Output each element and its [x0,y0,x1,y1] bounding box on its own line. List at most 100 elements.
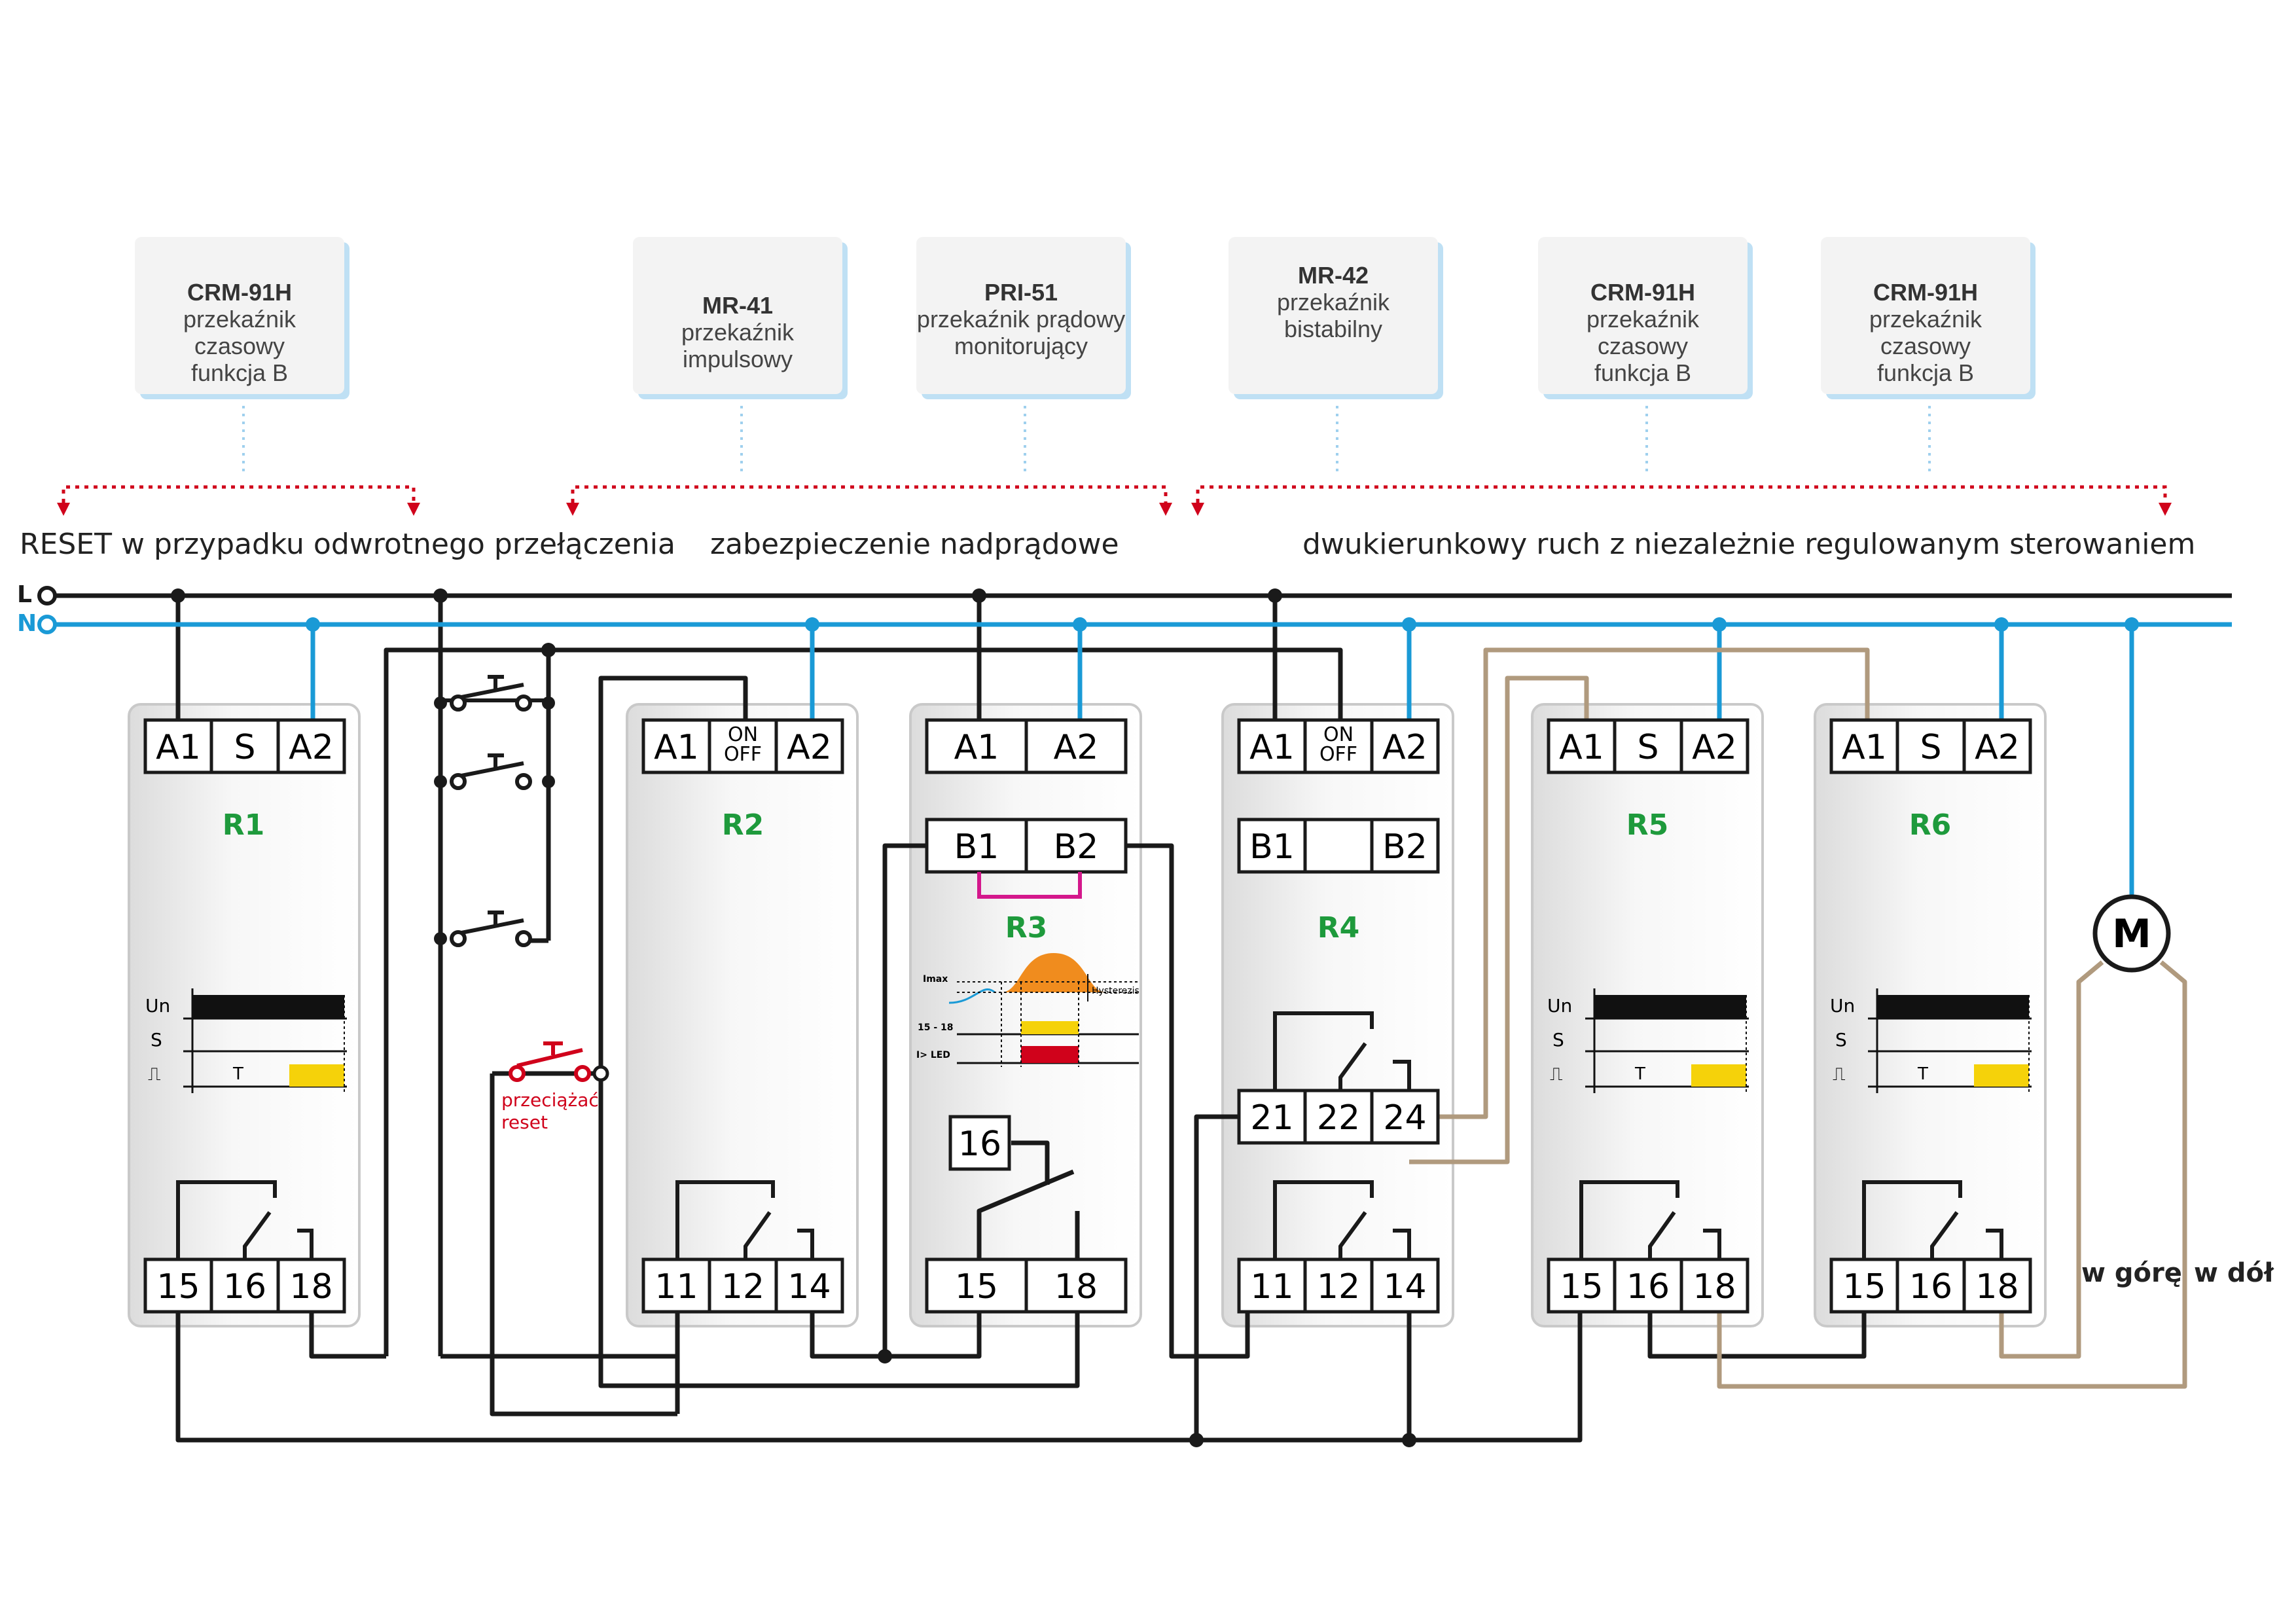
terminal-label: 18 [1975,1267,2019,1307]
bus-terminal-n [37,615,57,634]
bus-terminal-l [37,586,57,605]
section-brackets [62,485,2167,503]
terminal-label: B2 [1053,827,1099,867]
terminal-label: 14 [787,1267,831,1307]
terminal-label-on: ON [727,723,759,746]
terminal-label: S [1637,728,1659,767]
push-buttons [440,675,548,947]
terminal-label: 22 [1316,1098,1361,1138]
timing-label-un: Un [1547,995,1573,1017]
card-line3: monitorujący [954,333,1088,359]
junction-dots-blue [306,617,2139,632]
relay-contacts [176,1011,2003,1259]
terminal-label-on: ON [1323,723,1354,746]
terminal-label: A1 [1842,728,1887,767]
terminal-label: 15 [156,1267,200,1307]
terminal-label: A2 [1053,728,1099,767]
terminal-label: B1 [1249,827,1295,867]
terminal-label: A2 [1692,728,1737,767]
relay-name: R2 [721,808,764,842]
card-line3: funkcja B [1876,359,1975,386]
terminal-label: 12 [1316,1267,1361,1307]
terminal-label: A1 [1559,728,1604,767]
terminal-label: A1 [954,728,999,767]
terminal-label: 18 [289,1267,333,1307]
wires-blue [39,622,2232,903]
timing-label-un: Un [1830,995,1856,1017]
card-model: MR-42 [1297,262,1369,289]
terminal-label: 12 [721,1267,765,1307]
card-line3: impulsowy [682,346,793,372]
terminal-label: S [234,728,256,767]
bus-label-l: L [17,581,32,608]
card-model: MR-41 [702,292,774,319]
terminal-label: A1 [156,728,201,767]
reset-button-symbol [509,1041,591,1082]
timing-diagram-r1 [183,988,347,1093]
card-r5: CRM-91H przekaźnik czasowy funkcja B [1538,237,1748,394]
card-model: CRM-91H [1873,279,1978,306]
terminal-label: A2 [1382,728,1427,767]
motor-direction-up: w górę [2081,1258,2182,1288]
relay-coil-icon: ⎍ [1550,1063,1563,1085]
terminal-label: 18 [1054,1267,1098,1307]
reset-label-line1: przeciążać [501,1089,599,1111]
timing-diagram-r5 [1585,988,1749,1093]
terminal-label: 16 [223,1267,267,1307]
terminal-label: S [1920,728,1942,767]
terminal-label: 24 [1383,1098,1427,1138]
timing-label-un: Un [145,995,171,1017]
terminal-label: 21 [1250,1098,1294,1138]
push-button-dots [434,696,555,945]
terminal-label: B1 [954,827,999,867]
terminal-label: 14 [1383,1267,1427,1307]
timing-label-t: T [1918,1064,1928,1084]
card-model: CRM-91H [1590,279,1695,306]
terminal-blocks [143,718,2032,1314]
graph-label-row2: I> LED [916,1050,950,1060]
terminal-label: 18 [1693,1267,1736,1307]
relay-housings [128,703,2047,1327]
relay-coil-icon: ⎍ [148,1063,161,1085]
terminal-label: 11 [655,1267,698,1307]
graph-label-hysteresis: Hysterezis [1092,986,1139,996]
terminal-label: 16 [1626,1267,1670,1307]
reset-label-line2: reset [501,1111,548,1133]
card-r4: MR-42 przekaźnik bistabilny [1229,237,1438,394]
timing-label-s: S [1835,1029,1847,1051]
terminal-label: A2 [289,728,334,767]
section-title-reset: RESET w przypadku odwrotnego przełączeni… [20,528,675,561]
wires-motor [1409,647,2187,1389]
section-title-overcurrent: zabezpieczenie nadprądowe [710,528,1119,561]
junction-dots [171,588,1416,1447]
relay-name: R4 [1317,911,1360,945]
relay-name: R1 [222,808,265,842]
card-r2: MR-41 przekaźnik impulsowy [633,237,842,394]
timing-label-s: S [1552,1029,1564,1051]
card-line2: przekaźnik prądowy [916,306,1126,333]
card-model: PRI-51 [984,279,1058,306]
relay-name: R3 [1005,911,1048,945]
card-r3: PRI-51 przekaźnik prądowy monitorujący [916,237,1126,394]
terminal-label: 15 [1842,1267,1886,1307]
graph-label-row1: 15 - 18 [918,1022,954,1033]
terminal-label: A2 [787,728,832,767]
r3-bridge [977,872,1082,899]
graph-label-imax: Imax [923,974,948,984]
timing-label-t: T [233,1064,243,1084]
terminal-label: A2 [1975,728,2020,767]
terminal-label-off: OFF [723,743,762,766]
card-line3: funkcja B [1594,359,1692,386]
timing-label-t: T [1635,1064,1645,1084]
terminal-label: A1 [654,728,699,767]
motor-symbol [2092,894,2171,973]
card-line3: bistabilny [1283,316,1383,342]
card-connectors [242,406,1931,474]
terminal-label: 11 [1250,1267,1294,1307]
terminal-label: 16 [1909,1267,1953,1307]
card-line2: przekaźnik [681,319,795,346]
terminal-label: A1 [1249,728,1295,767]
timing-label-s: S [151,1029,162,1051]
relay-name: R5 [1626,808,1669,842]
